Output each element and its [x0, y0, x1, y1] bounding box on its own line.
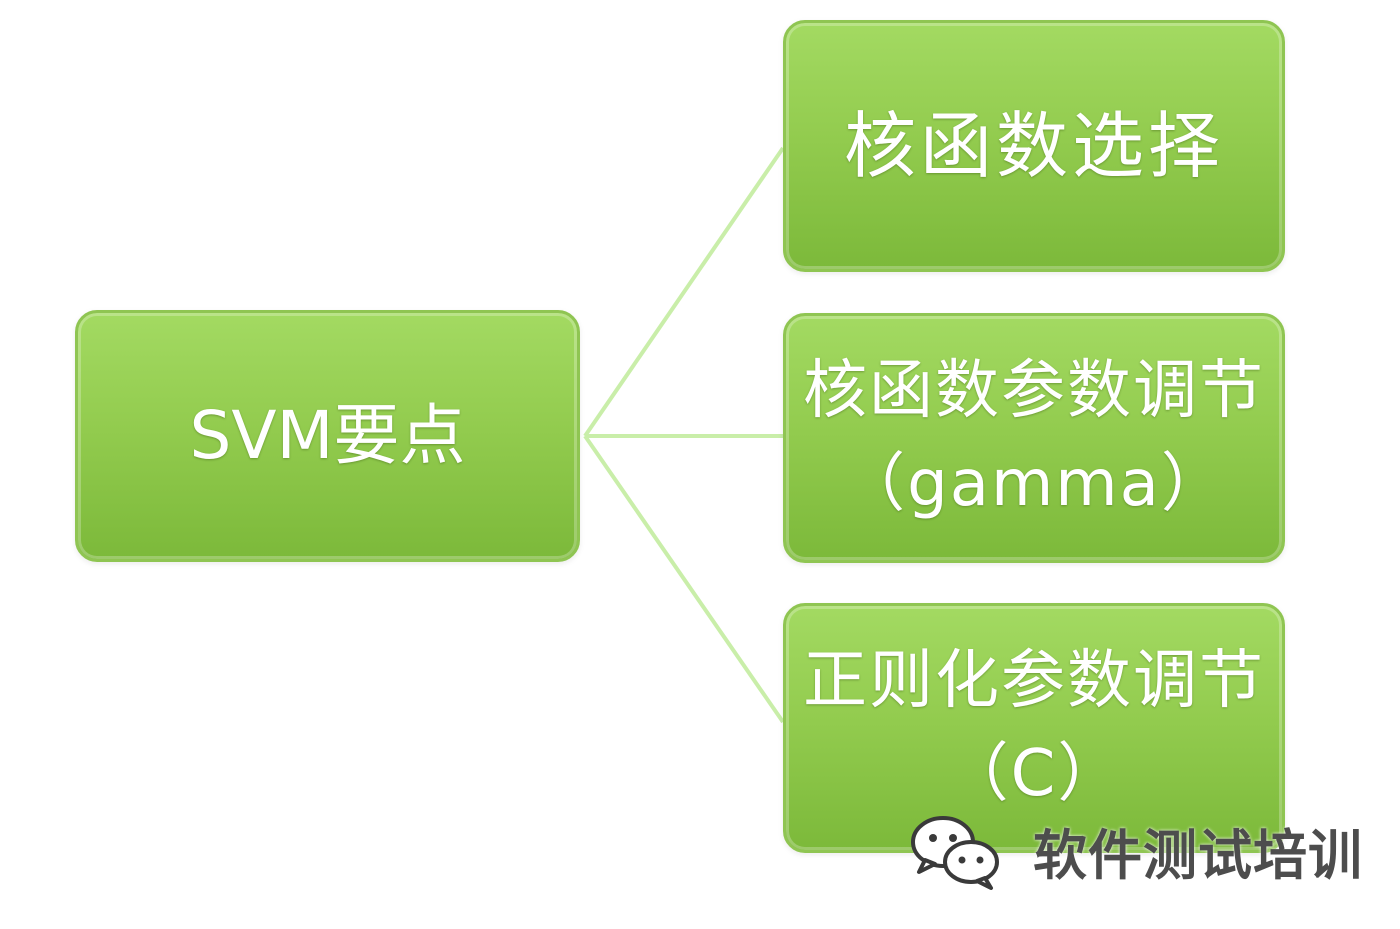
watermark-text: 软件测试培训 [1033, 823, 1363, 887]
root-node: SVM要点 [75, 310, 580, 562]
watermark: 软件测试培训 [905, 805, 1363, 895]
child-node-label: 核函数参数调节（gamma） [803, 354, 1265, 521]
root-node-label: SVM要点 [189, 397, 466, 475]
child-node-kernel-selection: 核函数选择 [783, 20, 1285, 272]
wechat-icon [911, 816, 999, 890]
connector-root-to-node-1 [583, 146, 785, 438]
child-node-label: 核函数选择 [843, 103, 1224, 188]
child-node-label: 正则化参数调节（C） [803, 644, 1265, 811]
connector-root-to-node-3 [583, 434, 785, 724]
child-node-kernel-gamma: 核函数参数调节（gamma） [783, 313, 1285, 563]
child-node-regularization-c: 正则化参数调节（C） [783, 603, 1285, 853]
